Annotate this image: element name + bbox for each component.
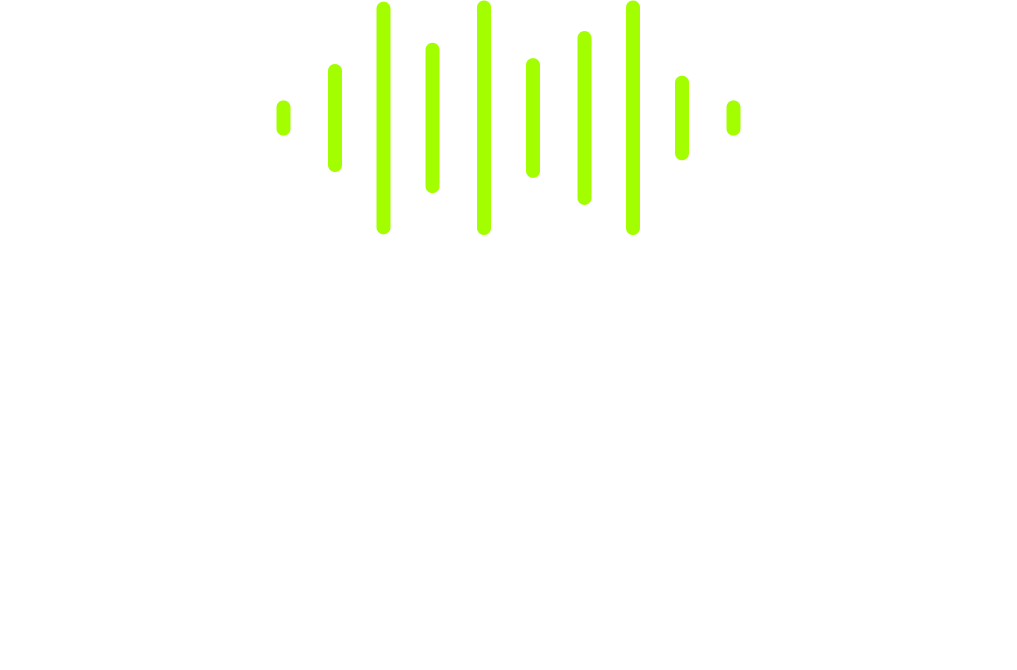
waveform-bar bbox=[726, 100, 741, 136]
waveform-bars bbox=[276, 0, 741, 235]
waveform-bar bbox=[376, 1, 391, 235]
waveform-bar bbox=[328, 63, 342, 173]
waveform-bar bbox=[675, 75, 689, 161]
waveform-bar bbox=[477, 0, 491, 235]
waveform-bar bbox=[577, 31, 592, 205]
waveform-bar bbox=[626, 0, 640, 235]
waveform-bar bbox=[425, 42, 440, 194]
waveform-bar bbox=[526, 58, 540, 178]
waveform-bar bbox=[276, 100, 291, 136]
